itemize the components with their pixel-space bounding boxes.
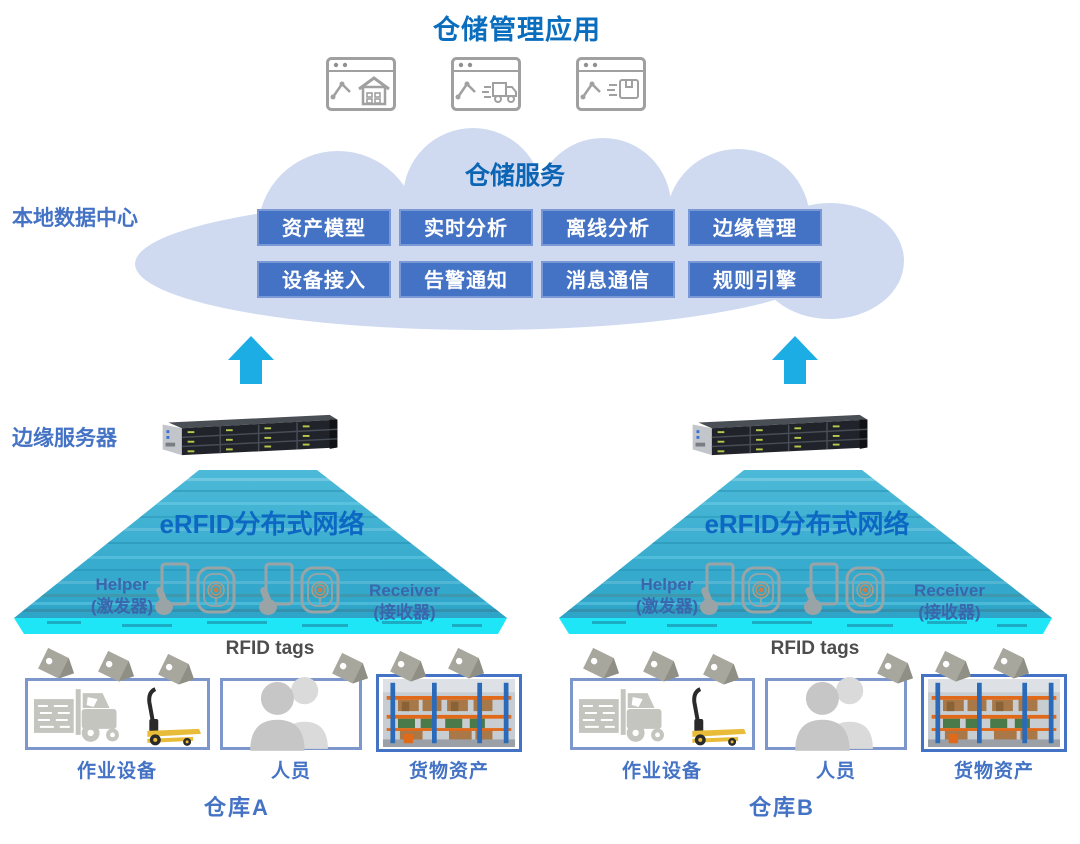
tag-icon [933,649,979,691]
handheld-trigger-icon [254,562,294,616]
equipment-box-label: 作业设备 [621,761,702,782]
receiver-label: Receiver (接收器) [327,580,482,624]
service-rule-engine: 规则引擎 [688,261,822,298]
handheld-trigger-icon [150,562,190,616]
service-asset-model: 资产模型 [257,209,391,246]
rfid-coil-icon [196,566,236,614]
people-box-label: 人员 [815,761,856,782]
helper-label: Helper (激发器) [47,574,197,618]
receiver-name: Receiver [914,581,985,600]
goods-box-label: 货物资产 [953,761,1034,782]
tag-icon [388,649,434,691]
handheld-trigger-icon [695,562,735,616]
warehouse-b-section: eRFID分布式网络 Helper (激发器) Receiver (接收器) R… [547,468,1080,844]
tag-icon [96,649,142,691]
service-realtime-analysis: 实时分析 [399,209,533,246]
tag-icon [581,646,627,688]
tag-icon [641,649,687,691]
rfid-network-title: eRFID分布式网络 [704,509,910,539]
service-message-communication: 消息通信 [541,261,675,298]
helper-sub: (激发器) [635,597,699,617]
rfid-coil-icon [845,566,885,614]
up-arrow-icon [772,336,818,384]
helper-sub: (激发器) [90,597,154,617]
service-device-access: 设备接入 [257,261,391,298]
page-title: 仓储管理应用 [433,15,601,45]
people-box-label: 人员 [270,761,311,782]
receiver-name: Receiver [369,581,440,600]
edge-server-image [686,411,874,459]
receiver-label: Receiver (接收器) [872,580,1027,624]
equipment-box-label: 作业设备 [76,761,157,782]
receiver-sub: (接收器) [373,603,436,623]
rfid-coil-icon [741,566,781,614]
warehouse-a-section: eRFID分布式网络 Helper (激发器) Receiver (接收器) R… [2,468,542,844]
tag-icon [36,646,82,688]
rfid-tags-label: RFID tags [770,638,860,659]
rfid-tags-label: RFID tags [225,638,315,659]
truck-app-window-icon [451,57,521,111]
tag-icon [701,652,747,694]
edge-server-side-label: 边缘服务器 [12,427,117,450]
people-box [765,678,907,750]
edge-server-image [156,411,344,459]
receiver-sub: (接收器) [918,603,981,623]
equipment-box [25,678,210,750]
tag-icon [330,651,376,693]
warehouse-name: 仓库B [749,795,815,820]
cloud-service-title: 仓储服务 [464,162,565,190]
tag-icon [446,646,492,688]
datacenter-side-label: 本地数据中心 [12,207,138,230]
tag-icon [875,651,921,693]
up-arrow-icon [228,336,274,384]
service-alarm-notification: 告警通知 [399,261,533,298]
parcel-app-window-icon [576,57,646,111]
helper-name: Helper [95,575,149,594]
people-box [220,678,362,750]
goods-box [921,674,1067,752]
handheld-trigger-icon [799,562,839,616]
goods-box [376,674,522,752]
service-offline-analysis: 离线分析 [541,209,675,246]
helper-label: Helper (激发器) [592,574,742,618]
helper-name: Helper [640,575,694,594]
tag-icon [156,652,202,694]
rfid-coil-icon [300,566,340,614]
rfid-network-title: eRFID分布式网络 [159,509,365,539]
service-edge-management: 边缘管理 [688,209,822,246]
goods-box-label: 货物资产 [408,761,489,782]
warehouse-name: 仓库A [204,795,270,820]
warehouse-app-window-icon [326,57,396,111]
tag-icon [991,646,1037,688]
